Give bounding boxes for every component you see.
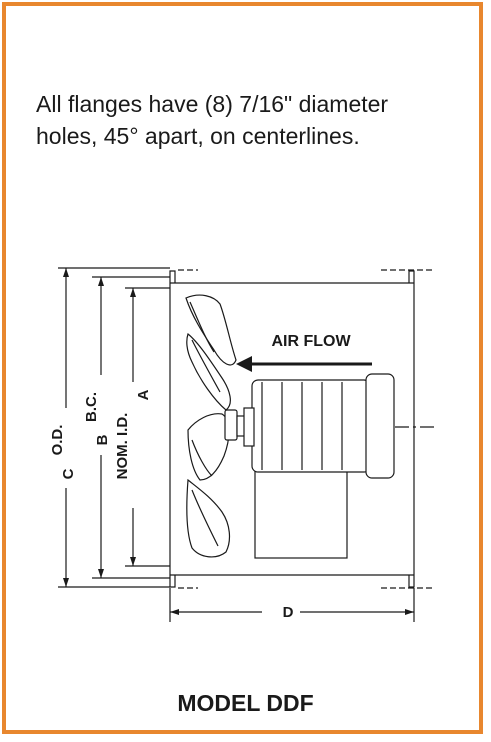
dim-bc-label: B.C. <box>83 392 100 422</box>
fan-propeller <box>185 294 246 558</box>
fan-hub <box>224 409 238 441</box>
motor-front-flange <box>243 407 255 447</box>
flange-bottom-right <box>408 575 415 588</box>
fan-blade-4 <box>186 478 231 558</box>
fan-blade-3 <box>187 413 230 481</box>
flange-note: All flanges have (8) 7/16" diameter hole… <box>36 88 466 152</box>
dim-a-label: A <box>135 389 152 400</box>
flange-note-line-2: holes, 45° apart, on centerlines. <box>36 123 360 149</box>
flange-note-line-1: All flanges have (8) 7/16" diameter <box>36 91 389 117</box>
dimension-arrowheads <box>63 268 414 615</box>
dim-d-label: D <box>283 604 294 621</box>
model-title: MODEL DDF <box>177 690 314 716</box>
flange-top-left <box>169 270 176 283</box>
dim-od-label: O.D. <box>49 425 66 456</box>
motor-base <box>254 469 348 559</box>
air-flow-indicator <box>236 356 372 372</box>
motor <box>243 373 395 559</box>
flange-bottom-left <box>169 575 176 588</box>
motor-body <box>251 379 371 473</box>
motor-end-cap <box>365 373 395 479</box>
flange-top-right <box>408 270 415 283</box>
air-flow-label: AIR FLOW <box>271 333 351 350</box>
dim-c-label: C <box>60 468 77 479</box>
dim-nom-id-label: NOM. I.D. <box>114 413 131 480</box>
dim-b-label: B <box>94 434 111 445</box>
